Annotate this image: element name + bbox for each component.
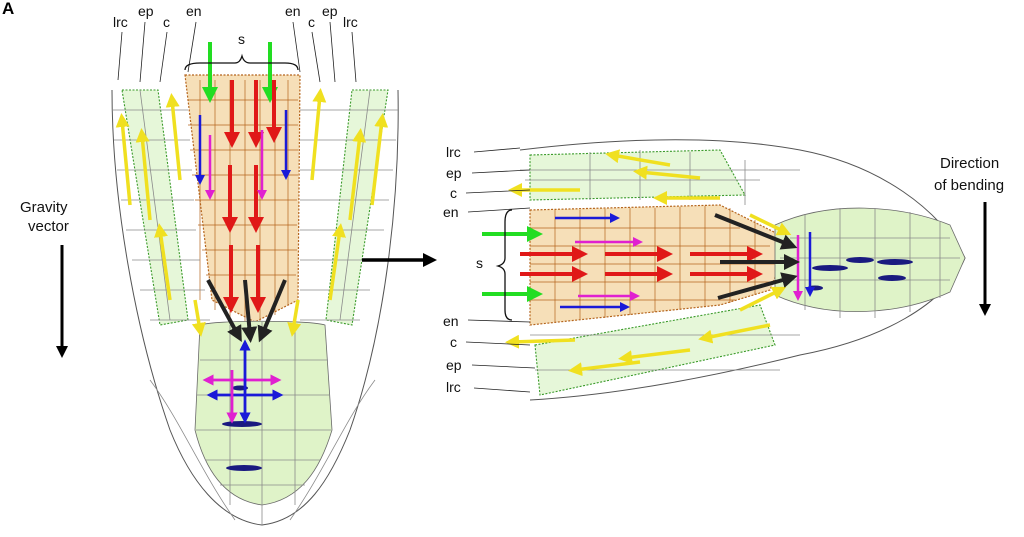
bent-dark-arrows <box>714 213 800 300</box>
label-lrc-top: lrc <box>446 144 461 160</box>
gravity-label-line1: Gravity <box>20 199 68 216</box>
bending-label-line2: of bending <box>934 177 1004 194</box>
label-c-left: c <box>163 14 170 30</box>
vertical-top-labels: lrc ep c en s en c ep lrc <box>113 3 358 83</box>
bending-label-line1: Direction <box>940 155 999 172</box>
label-c-bottom: c <box>450 334 457 350</box>
bent-yellow-arrows <box>505 149 792 377</box>
label-s-bent: s <box>476 255 483 271</box>
vertical-dark-arrows <box>206 279 287 343</box>
panel-label: A <box>2 0 14 18</box>
label-lrc-right: lrc <box>343 14 358 30</box>
vertical-tip-cross-arrows <box>202 339 284 424</box>
gravity-label-line2: vector <box>28 218 69 235</box>
label-c-top: c <box>450 185 457 201</box>
vertical-red-arrows <box>222 80 282 313</box>
label-ep-left: ep <box>138 3 154 19</box>
vertical-root: lrc ep c en s en c ep lrc <box>111 3 399 526</box>
bent-amyloplasts <box>807 257 913 291</box>
label-c-right: c <box>308 14 315 30</box>
label-en-right: en <box>285 3 301 19</box>
label-lrc-left: lrc <box>113 14 128 30</box>
bent-red-arrows <box>520 246 763 282</box>
vertical-blue-magenta-arrows <box>195 110 291 200</box>
vertical-yellow-arrows <box>115 88 389 337</box>
bent-bottom-epidermis <box>534 304 776 396</box>
label-lrc-bottom: lrc <box>446 379 461 395</box>
vertical-columella <box>194 320 333 506</box>
bent-root: lrc ep c en s en c ep lrc <box>443 139 966 401</box>
label-ep-top: ep <box>446 165 462 181</box>
label-en-bottom: en <box>443 313 459 329</box>
stele-brace-bent <box>495 209 513 321</box>
label-ep-right: ep <box>322 3 338 19</box>
label-s-top: s <box>238 31 245 47</box>
bent-labels: lrc ep c en s en c ep lrc <box>443 144 536 395</box>
stele-brace-vertical <box>184 53 299 71</box>
label-en-left: en <box>186 3 202 19</box>
vertical-right-epidermis <box>325 89 389 326</box>
label-ep-bottom: ep <box>446 357 462 373</box>
label-en-top: en <box>443 204 459 220</box>
bent-top-epidermis <box>529 149 746 201</box>
